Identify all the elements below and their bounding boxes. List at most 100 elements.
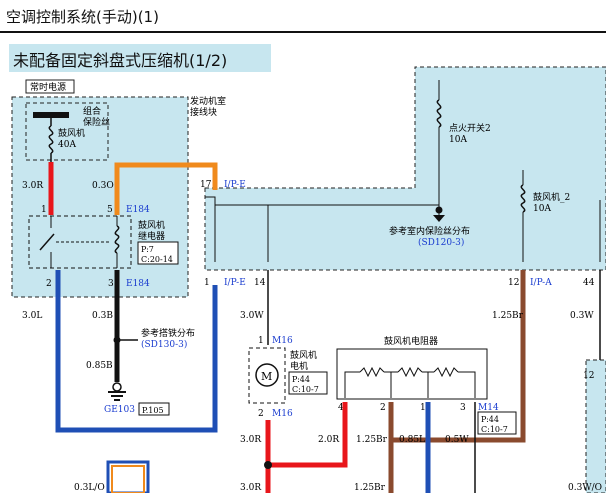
ref-fuse-label: 参考室内保险丝分布 <box>389 225 470 237</box>
blower-fuse-label: 鼓风机 <box>58 127 85 139</box>
wire-1-25br <box>388 270 526 443</box>
wire-label-0-85b: 0.85B <box>86 361 113 371</box>
blower-resistor-box <box>336 348 488 400</box>
relay-switch-symbol <box>39 233 55 251</box>
lower-connector-block <box>106 460 150 493</box>
blower-fuse-symbol <box>48 125 54 154</box>
relay-label: 鼓风机 <box>138 219 165 231</box>
ignition-switch-label: 点火开关2 <box>449 122 491 134</box>
relay-pin-2: 2 <box>46 279 52 289</box>
wire-label-0-5w: 0.5W <box>445 435 469 445</box>
pin-12: 12 <box>508 278 519 288</box>
interior-junction-block <box>204 66 606 271</box>
pin-44: 44 <box>583 278 595 288</box>
diagram-banner: 未配备固定斜盘式压缩机(1/2) <box>9 44 271 72</box>
connector-e184-bottom: E184 <box>126 279 150 289</box>
resistor-label: 鼓风机电阻器 <box>384 335 438 347</box>
wire-label-0-3w: 0.3W <box>570 311 594 321</box>
engine-block-label: 发动机室 <box>190 95 226 107</box>
ground-ref-p: P.105 <box>142 406 164 415</box>
wire-label-1-25br: 1.25Br <box>492 311 524 321</box>
combo-fuse-label-2: 保险丝 <box>83 116 110 128</box>
wire-label-0-3wo: 0.3W/O <box>568 483 602 493</box>
page-title: 空调控制系统(手动)(1) <box>6 8 159 26</box>
resistor-symbol-1 <box>359 366 385 378</box>
resistor-ref-c: C:10-7 <box>481 425 508 434</box>
wire-3-0l <box>55 270 218 433</box>
connector-ipe-bottom: I/P-E <box>224 278 246 288</box>
wire-label-2-0r: 2.0R <box>318 435 339 445</box>
relay-ref-c: C:20-14 <box>141 255 173 264</box>
resistor-pin-4: 4 <box>338 403 344 413</box>
ground-ref-label: 参考搭铁分布 <box>141 327 195 339</box>
always-power-label: 常时电源 <box>30 81 66 93</box>
ref-fuse-code: (SD120-3) <box>418 237 464 248</box>
connector-m14: M14 <box>478 403 499 413</box>
resistor-symbol-3 <box>433 366 459 378</box>
relay-ref-p: P:7 <box>141 245 154 254</box>
motor-pin-2: 2 <box>258 409 264 419</box>
wire-label-0-85l: 0.85L <box>399 435 425 445</box>
relay-pin-3: 3 <box>108 279 114 289</box>
wire-label-3-0r-top: 3.0R <box>22 181 43 191</box>
relay-label-2: 继电器 <box>138 230 165 242</box>
wire-label-0-3b: 0.3B <box>92 311 113 321</box>
always-power-box <box>25 79 75 94</box>
motor-label-2: 电机 <box>290 360 308 372</box>
wire-label-0-3o: 0.3O <box>92 181 114 191</box>
motor-ref-box <box>288 371 328 395</box>
resistor-ref-p: P:44 <box>481 415 499 424</box>
connector-e184-top: E184 <box>126 205 150 215</box>
ignition-fuse-symbol <box>436 99 442 128</box>
ground-ref-code: (SD130-3) <box>141 339 187 350</box>
resistor-ref-box <box>477 411 517 435</box>
resistor-pin-1: 1 <box>420 403 426 413</box>
power-busbar <box>33 112 69 118</box>
blower-motor-box <box>248 347 286 404</box>
wire-label-3-0l: 3.0L <box>22 311 42 321</box>
wire-label-1-25br-2: 1.25Br <box>356 435 388 445</box>
right-pin-12: 12 <box>583 371 594 381</box>
fuse-distribution-arrow <box>433 215 445 222</box>
resistor-pin-3: 3 <box>460 403 466 413</box>
blower-fuse-amp: 40A <box>58 140 76 150</box>
blower2-amp-label: 10A <box>533 204 551 214</box>
motor-ref-c: C:10-7 <box>292 385 319 394</box>
connector-m16-top: M16 <box>272 336 293 346</box>
wire-2-0r <box>268 402 348 468</box>
ground-symbol <box>112 382 122 392</box>
relay-ref-box <box>137 241 179 265</box>
relay-pin-1: 1 <box>41 205 47 215</box>
wire-label-1-25br-3: 1.25Br <box>354 483 386 493</box>
wire-label-0-3lo: 0.3L/O <box>74 483 105 493</box>
diagram-title: 未配备固定斜盘式压缩机(1/2) <box>13 51 228 70</box>
connector-ipe-top: I/P-E <box>224 180 246 190</box>
blower-motor-symbol <box>255 363 279 387</box>
ground-ref-box <box>138 402 170 416</box>
wire-label-3-0r: 3.0R <box>240 435 261 445</box>
blower2-fuse-label: 鼓风机_2 <box>533 191 570 203</box>
resistor-pin-2: 2 <box>380 403 386 413</box>
motor-ref-p: P:44 <box>292 375 310 384</box>
motor-label: 鼓风机 <box>290 349 317 361</box>
blower-relay-box <box>28 215 132 269</box>
blower2-fuse-symbol <box>520 184 526 213</box>
combo-fuse-label: 组合 <box>83 105 101 117</box>
right-block-partial <box>585 359 606 493</box>
resistor-symbol-2 <box>397 366 423 378</box>
relay-pin-5: 5 <box>107 205 113 215</box>
wire-label-3-0r-lower: 3.0R <box>240 483 261 493</box>
ground-id: GE103 <box>104 405 135 415</box>
pin-14: 14 <box>254 278 266 288</box>
wire-label-3-0w: 3.0W <box>240 311 264 321</box>
engine-block-label-2: 接线块 <box>190 106 217 118</box>
motor-m-letter: M <box>261 370 272 383</box>
wire-0-3o <box>114 162 218 215</box>
relay-coil-symbol <box>114 225 120 254</box>
ignition-amp-label: 10A <box>449 135 467 145</box>
pin-1b: 1 <box>204 278 210 288</box>
connector-m16-bottom: M16 <box>272 409 293 419</box>
motor-pin-1: 1 <box>258 336 264 346</box>
pin-17: 17 <box>200 180 212 190</box>
